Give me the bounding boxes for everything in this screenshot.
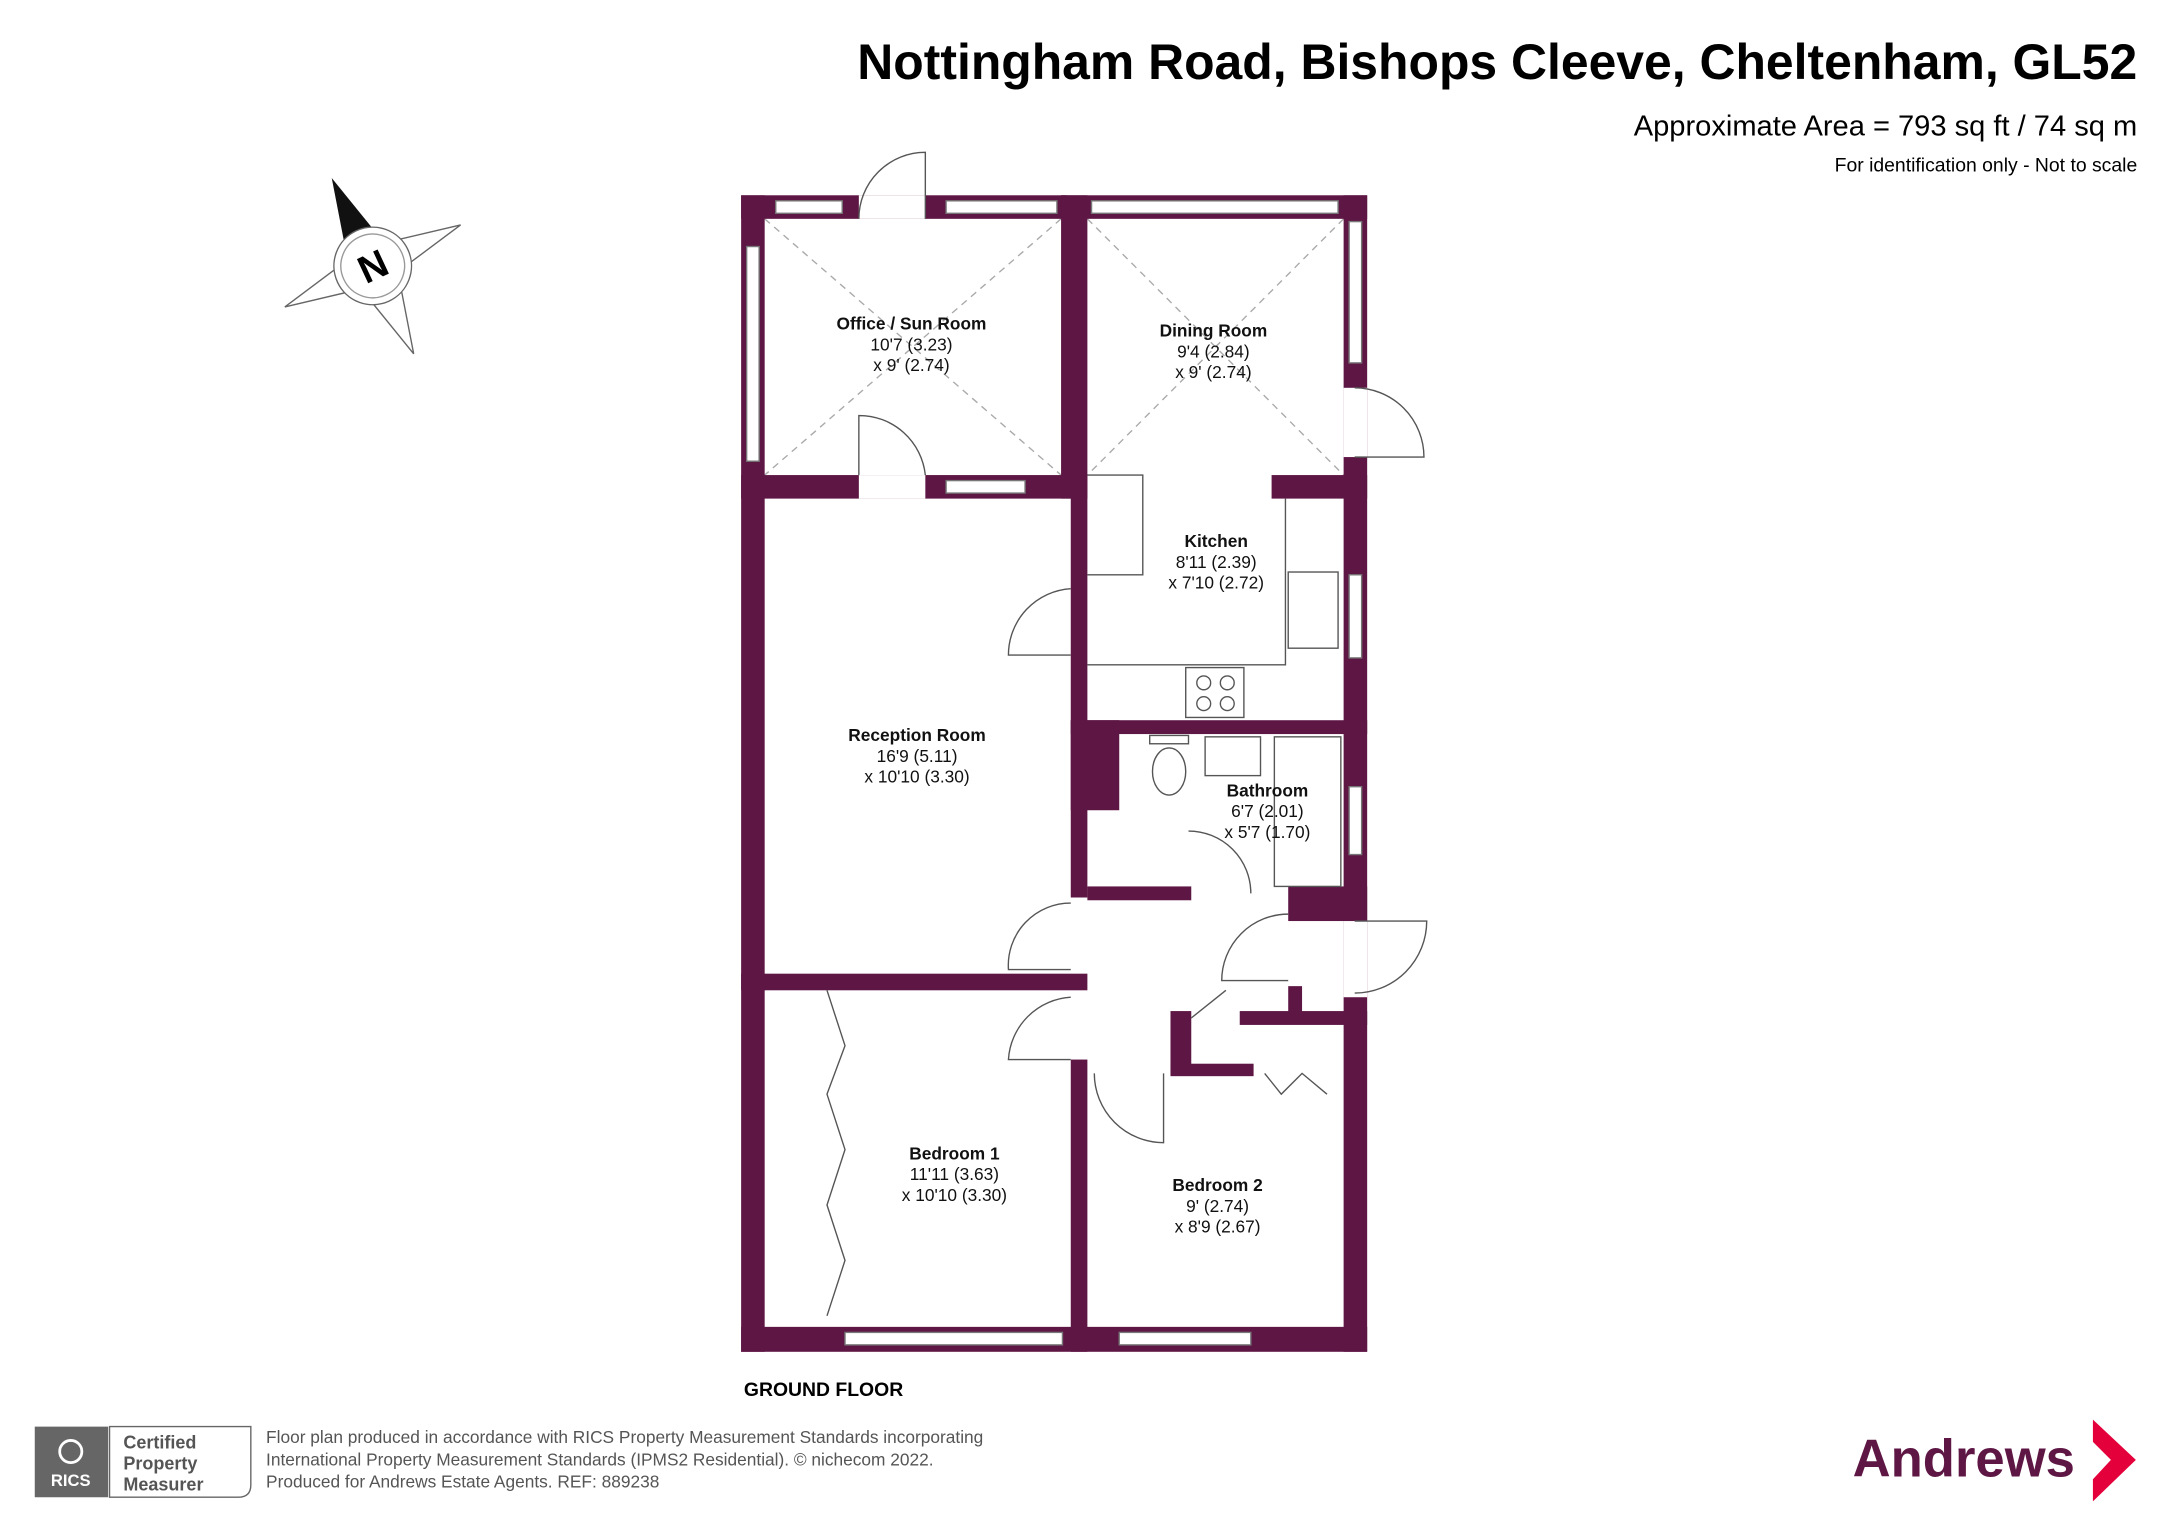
property-title: Nottingham Road, Bishops Cleeve, Chelten…	[857, 34, 2137, 90]
room-label-kitchen: Kitchen 8'11 (2.39) x 7'10 (2.72)	[1168, 531, 1264, 593]
svg-text:9'4 (2.84): 9'4 (2.84)	[1177, 341, 1250, 361]
svg-text:Property: Property	[123, 1454, 197, 1474]
svg-text:11'11 (3.63): 11'11 (3.63)	[910, 1164, 999, 1184]
room-label-office: Office / Sun Room 10'7 (3.23) x 9' (2.74…	[837, 314, 987, 376]
svg-text:Certified: Certified	[123, 1433, 196, 1453]
svg-text:Measurer: Measurer	[123, 1474, 203, 1494]
room-label-bedroom-2: Bedroom 2 9' (2.74) x 8'9 (2.67)	[1172, 1175, 1262, 1237]
svg-text:x 10'10 (3.30): x 10'10 (3.30)	[864, 767, 969, 787]
footer-line-1: Floor plan produced in accordance with R…	[266, 1427, 983, 1447]
rics-badge: RICS Certified Property Measurer	[34, 1425, 252, 1498]
compass-north-icon: N	[284, 178, 461, 355]
fixtures	[1087, 474, 1342, 888]
svg-text:6'7 (2.01): 6'7 (2.01)	[1231, 801, 1304, 821]
svg-text:10'7 (3.23): 10'7 (3.23)	[870, 334, 952, 354]
footer-line-3: Produced for Andrews Estate Agents. REF:…	[266, 1472, 659, 1492]
rics-lion-icon	[58, 1439, 84, 1464]
svg-text:Kitchen: Kitchen	[1184, 531, 1247, 551]
approximate-area: Approximate Area = 793 sq ft / 74 sq m	[1634, 111, 2138, 143]
room-label-dining: Dining Room 9'4 (2.84) x 9' (2.74)	[1160, 321, 1268, 383]
svg-text:16'9 (5.11): 16'9 (5.11)	[877, 746, 958, 766]
svg-text:x 9' (2.74): x 9' (2.74)	[1175, 362, 1251, 382]
andrews-arrow-icon	[2092, 1419, 2136, 1502]
andrews-logo: Andrews	[1853, 1429, 2075, 1488]
room-label-reception: Reception Room 16'9 (5.11) x 10'10 (3.30…	[848, 725, 985, 787]
svg-text:9' (2.74): 9' (2.74)	[1186, 1196, 1249, 1216]
svg-text:x 9' (2.74): x 9' (2.74)	[873, 355, 949, 375]
room-label-bathroom: Bathroom 6'7 (2.01) x 5'7 (1.70)	[1224, 780, 1310, 842]
footer-line-2: International Property Measurement Stand…	[266, 1449, 933, 1469]
svg-text:Reception Room: Reception Room	[848, 725, 985, 745]
svg-text:Dining Room: Dining Room	[1160, 321, 1268, 341]
room-label-bedroom-1: Bedroom 1 11'11 (3.63) x 10'10 (3.30)	[902, 1143, 1007, 1205]
floor-label: GROUND FLOOR	[744, 1379, 903, 1401]
svg-text:x 8'9 (2.67): x 8'9 (2.67)	[1175, 1217, 1261, 1237]
svg-text:Office / Sun Room: Office / Sun Room	[837, 314, 987, 334]
svg-text:Bedroom 2: Bedroom 2	[1172, 1175, 1262, 1195]
svg-text:8'11 (2.39): 8'11 (2.39)	[1176, 552, 1257, 572]
svg-text:x 5'7 (1.70): x 5'7 (1.70)	[1224, 822, 1310, 842]
scale-note: For identification only - Not to scale	[1835, 155, 2138, 177]
svg-text:RICS: RICS	[51, 1471, 91, 1490]
svg-text:x 7'10 (2.72): x 7'10 (2.72)	[1168, 573, 1264, 593]
svg-text:Bathroom: Bathroom	[1227, 780, 1309, 800]
doors	[826, 151, 1428, 1316]
svg-text:Bedroom 1: Bedroom 1	[909, 1143, 1000, 1163]
windows	[745, 200, 1363, 1346]
svg-text:x 10'10 (3.30): x 10'10 (3.30)	[902, 1185, 1007, 1205]
